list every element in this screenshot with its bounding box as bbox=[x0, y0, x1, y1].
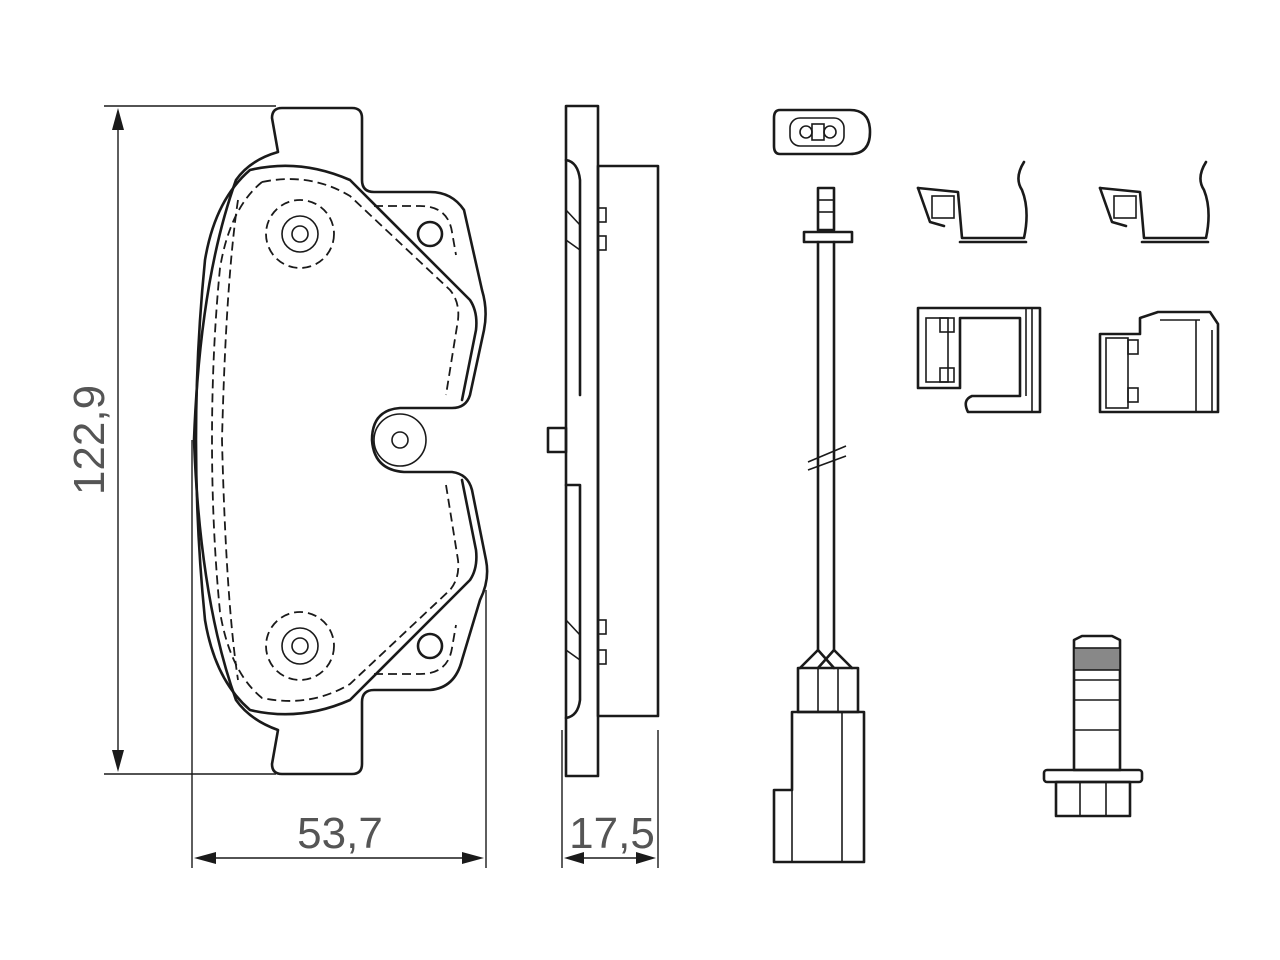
height-dimension: 122,9 bbox=[65, 105, 276, 775]
thickness-dimension: 17,5 bbox=[561, 730, 659, 868]
guide-bolt bbox=[1042, 634, 1144, 818]
width-dimension: 53,7 bbox=[191, 440, 487, 868]
spring-clip-left bbox=[916, 160, 1028, 244]
brake-pad-front-view bbox=[192, 106, 489, 776]
wear-sensor-cable bbox=[772, 186, 866, 864]
height-dimension-label: 122,9 bbox=[65, 385, 114, 495]
thickness-dimension-label: 17,5 bbox=[569, 809, 655, 858]
width-dimension-label: 53,7 bbox=[297, 809, 383, 858]
pad-retainer-clip-left bbox=[916, 306, 1042, 414]
pad-retainer-clip-right bbox=[1098, 310, 1220, 414]
spring-clip-right bbox=[1098, 160, 1210, 244]
wear-sensor-clip bbox=[772, 108, 872, 156]
brake-pad-side-view bbox=[546, 104, 660, 778]
